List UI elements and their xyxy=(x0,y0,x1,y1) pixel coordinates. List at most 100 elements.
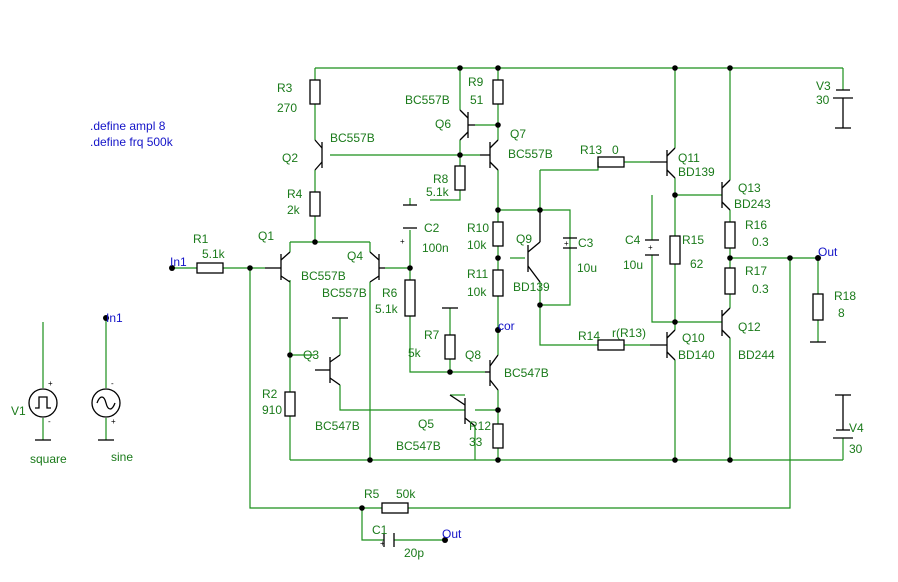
in1-terminal xyxy=(169,265,175,271)
Q13-name: Q13 xyxy=(738,181,761,195)
In1-source-symbol xyxy=(91,388,121,441)
Q6-model: BC557B xyxy=(405,93,450,107)
net-labels: In1 In1 Out Out cor xyxy=(106,245,838,541)
V3-name: V3 xyxy=(816,79,831,93)
R13-name: R13 xyxy=(580,143,602,157)
svg-text:+: + xyxy=(380,539,385,548)
C3-name: C3 xyxy=(578,236,594,250)
R12-symbol xyxy=(492,423,504,449)
Q8-name: Q8 xyxy=(465,348,481,362)
C1-value: 20p xyxy=(404,546,424,560)
R6-name: R6 xyxy=(382,286,398,300)
C2-symbol xyxy=(403,204,417,229)
polarity-marks: +- -+ ++ ++ xyxy=(48,237,653,548)
R9-symbol xyxy=(492,79,504,105)
R2-value: 910 xyxy=(262,403,282,417)
Q6-symbol xyxy=(459,109,475,141)
C1-symbol xyxy=(383,533,395,547)
In1-type: sine xyxy=(111,450,133,464)
R8-symbol xyxy=(454,165,466,191)
R1-name: R1 xyxy=(193,232,209,246)
R9-name: R9 xyxy=(468,75,484,89)
Q12-name: Q12 xyxy=(738,320,761,334)
R4-name: R4 xyxy=(287,187,303,201)
V1-type: square xyxy=(30,452,67,466)
C1-name: C1 xyxy=(372,523,388,537)
Q5-model: BC547B xyxy=(396,439,441,453)
R15-symbol xyxy=(669,235,681,265)
C2-name: C2 xyxy=(424,221,440,235)
V4-symbol xyxy=(833,394,853,439)
cor-terminal xyxy=(495,327,501,333)
R3-symbol xyxy=(309,79,321,105)
C3-value: 10u xyxy=(577,261,597,275)
directive-frq: .define frq 500k xyxy=(90,135,174,149)
net-in1-source: In1 xyxy=(106,311,123,325)
Q1-model: BC557B xyxy=(301,269,346,283)
svg-text:+: + xyxy=(648,243,653,252)
source-symbols xyxy=(28,89,853,543)
Q12-symbol xyxy=(721,307,731,339)
R5-symbol xyxy=(381,502,409,514)
R8-name: R8 xyxy=(433,172,449,186)
net-out-feedback: Out xyxy=(442,527,462,541)
Q10-name: Q10 xyxy=(682,331,705,345)
R10-name: R10 xyxy=(467,221,489,235)
Q2-symbol xyxy=(314,139,323,171)
R1-symbol xyxy=(196,262,224,274)
V4-value: 30 xyxy=(849,442,863,456)
R13-value: 0 xyxy=(612,143,619,157)
Q8-symbol xyxy=(485,345,499,391)
Q9-symbol xyxy=(527,210,541,283)
svg-text:-: - xyxy=(48,417,51,426)
Q4-symbol xyxy=(369,251,385,283)
R18-symbol xyxy=(812,293,824,321)
R14-name: R14 xyxy=(578,329,600,343)
R12-name: R12 xyxy=(469,419,491,433)
R4-symbol xyxy=(309,191,321,217)
net-in1-input: In1 xyxy=(170,255,187,269)
Q11-model: BD139 xyxy=(678,165,715,179)
R18-value: 8 xyxy=(838,306,845,320)
R3-name: R3 xyxy=(277,81,293,95)
C4-symbol xyxy=(645,239,659,256)
R7-name: R7 xyxy=(424,328,440,342)
R6-value: 5.1k xyxy=(375,302,399,316)
Q11-symbol xyxy=(650,147,676,179)
Q2-name: Q2 xyxy=(282,151,298,165)
R1-value: 5.1k xyxy=(202,247,226,261)
Q9-model: BD139 xyxy=(513,280,550,294)
Q3-name: Q3 xyxy=(303,348,319,362)
Q3-symbol xyxy=(315,354,341,386)
capacitor-symbols xyxy=(383,204,659,547)
Q10-model: BD140 xyxy=(678,348,715,362)
out-terminal xyxy=(815,255,821,261)
R5-value: 50k xyxy=(396,487,416,501)
svg-text:+: + xyxy=(400,237,405,246)
R4-value: 2k xyxy=(287,203,301,217)
svg-text:+: + xyxy=(48,379,53,388)
V4-name: V4 xyxy=(849,421,864,435)
Q2-model: BC557B xyxy=(330,131,375,145)
R7-symbol xyxy=(444,334,456,360)
Q7-name: Q7 xyxy=(510,127,526,141)
source-labels: V1 square sine V3 30 V4 30 xyxy=(11,79,864,466)
C4-name: C4 xyxy=(625,233,641,247)
R9-value: 51 xyxy=(470,93,484,107)
V1-name: V1 xyxy=(11,404,26,418)
R14-symbol xyxy=(597,339,625,351)
C3-symbol xyxy=(563,237,577,249)
R6-symbol xyxy=(404,279,416,317)
Q7-symbol xyxy=(480,139,499,171)
V3-value: 30 xyxy=(816,93,830,107)
Q5-symbol xyxy=(449,394,476,460)
R2-name: R2 xyxy=(262,387,278,401)
out-terminal xyxy=(442,537,448,543)
Q3-model: BC547B xyxy=(315,419,360,433)
svg-text:+: + xyxy=(111,417,116,426)
Q9-name: Q9 xyxy=(516,232,532,246)
capacitor-labels: C1 20p C2 100n C3 10u C4 10u xyxy=(372,221,643,560)
Q1-name: Q1 xyxy=(258,229,274,243)
R5-name: R5 xyxy=(364,487,380,501)
in1-terminal xyxy=(103,315,109,321)
